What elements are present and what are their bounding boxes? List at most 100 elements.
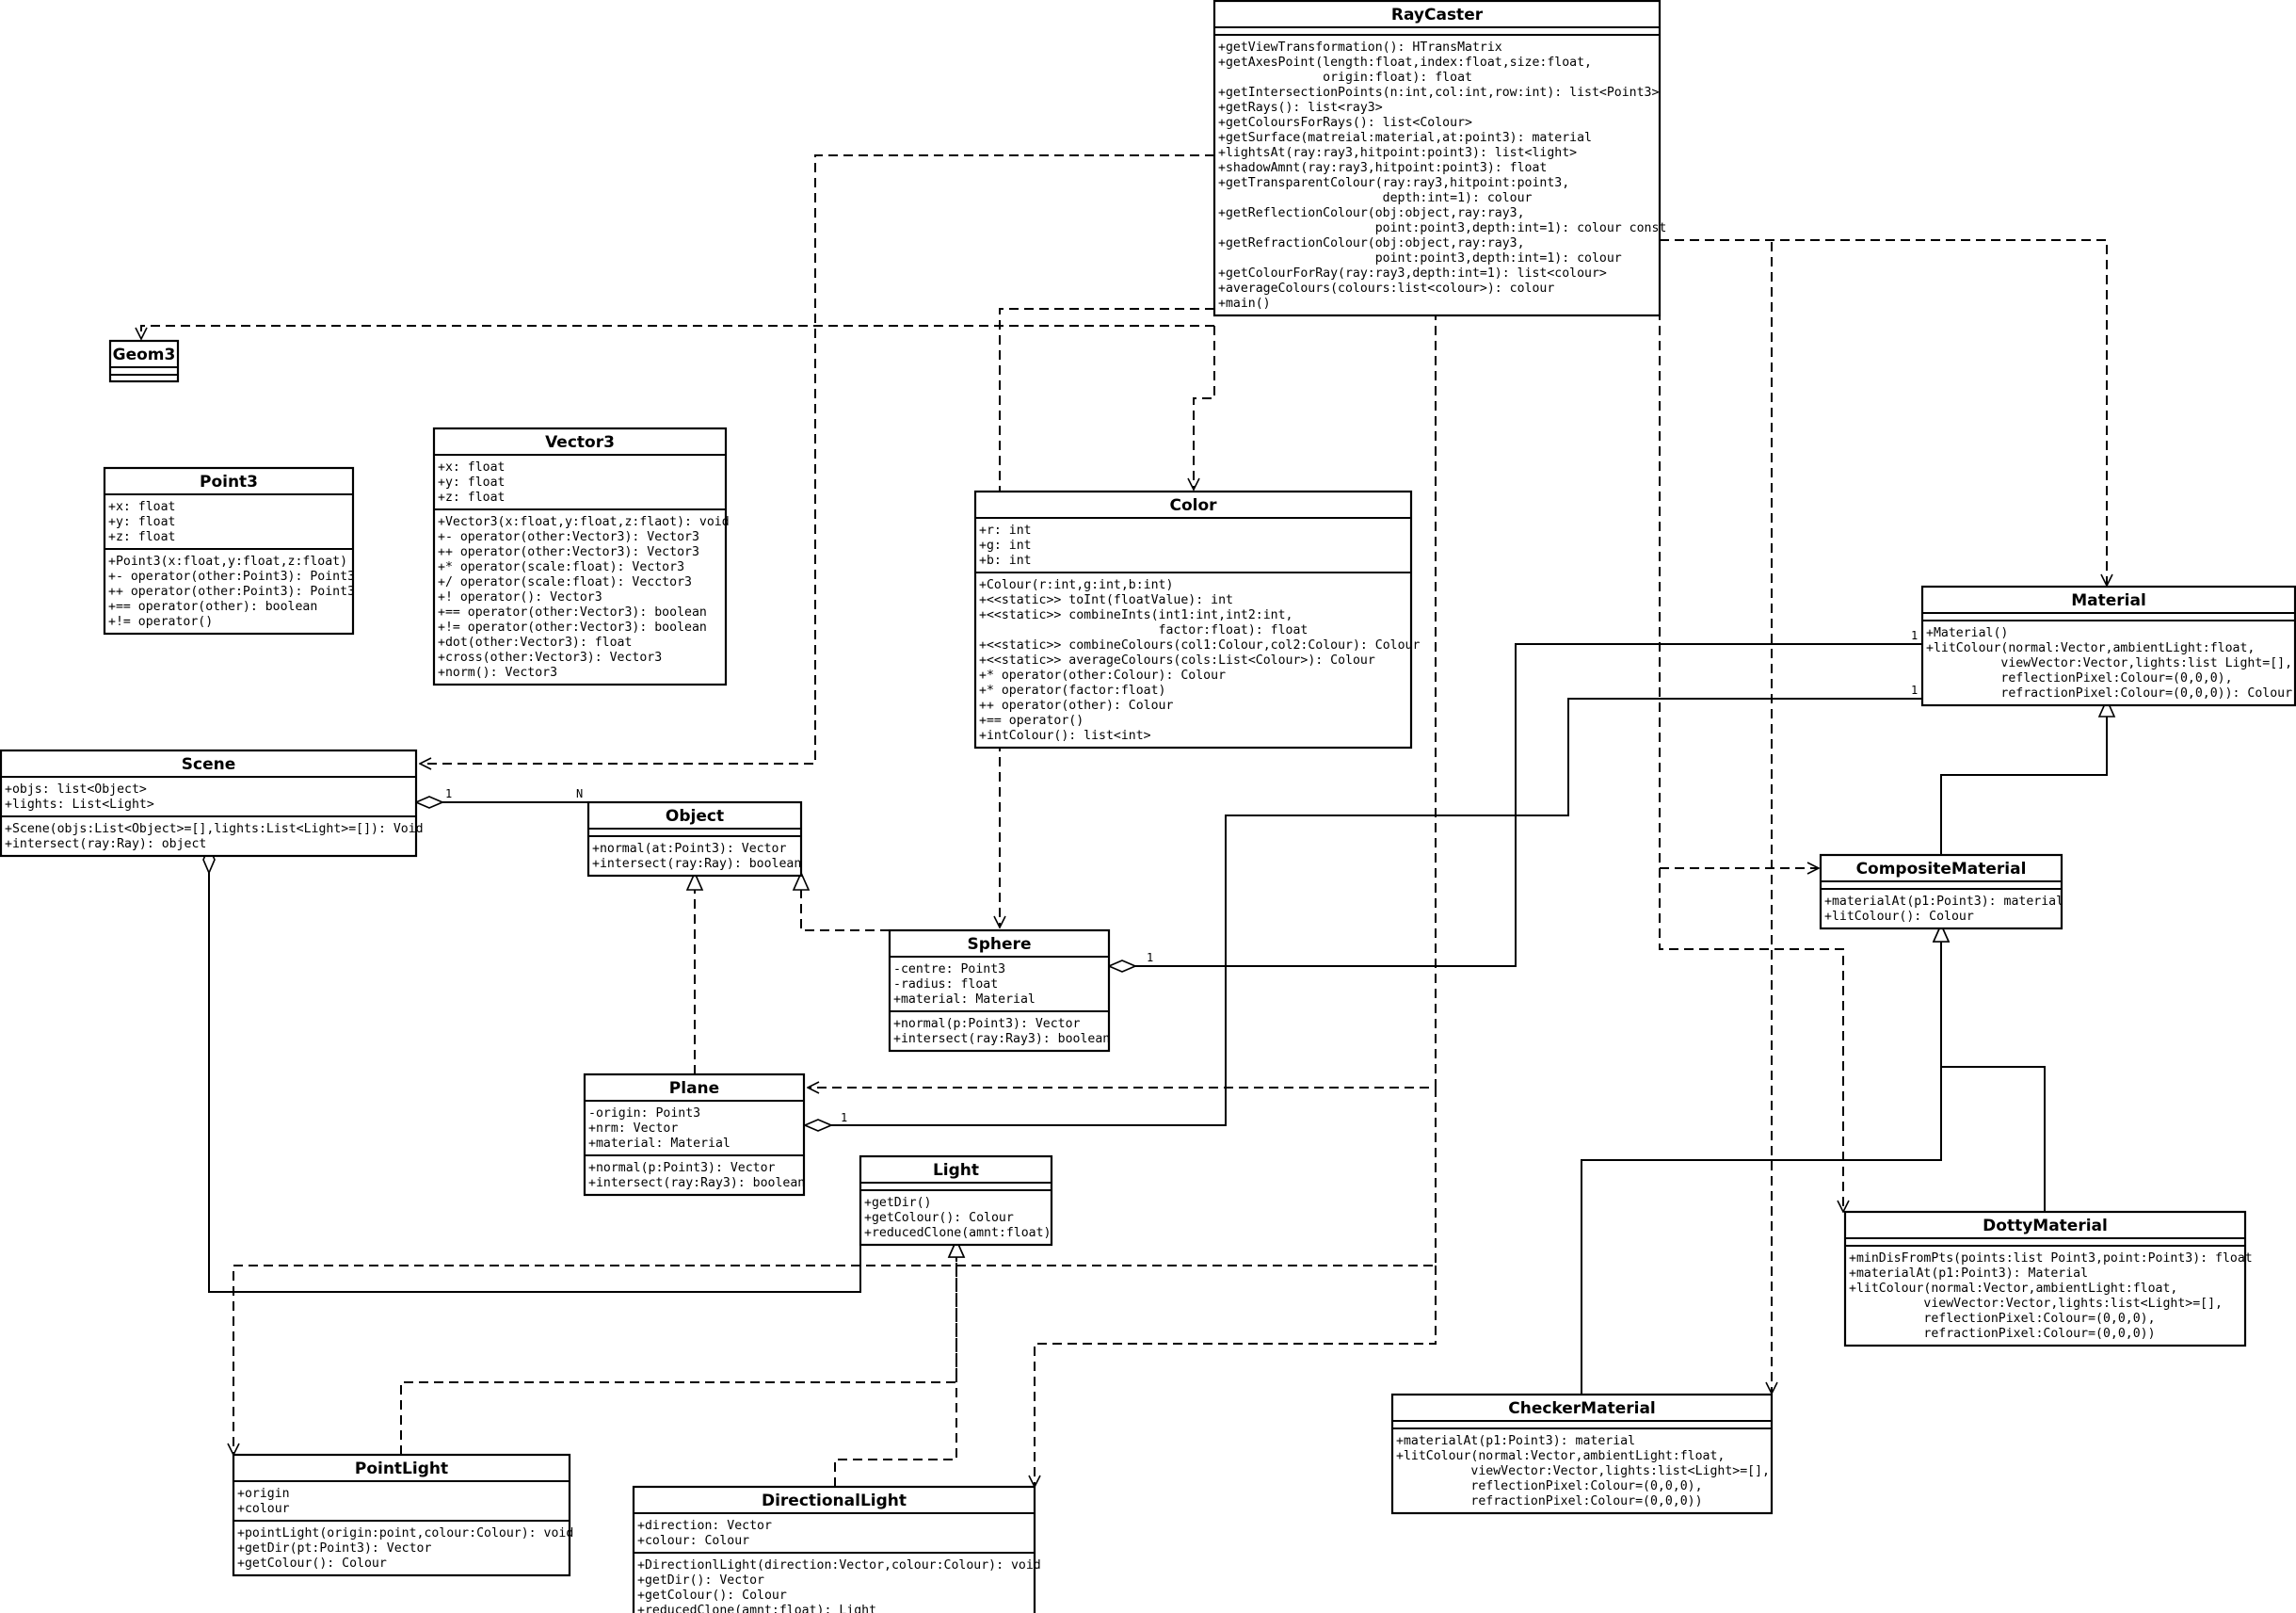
class-attribute: +direction: Vector xyxy=(637,1519,772,1533)
class-box-frame xyxy=(973,490,1413,750)
class-point3[interactable]: Point3+x: float+y: float+z: float+Point3… xyxy=(103,466,355,636)
class-operation: +intersect(ray:Ray): object xyxy=(5,837,206,851)
class-attribute: +y: float xyxy=(108,515,175,529)
class-box-frame xyxy=(583,1073,806,1197)
class-box-frame xyxy=(1920,585,2296,707)
class-box-frame xyxy=(432,427,728,686)
class-operation: ++ operator(other:Point3): Point3 xyxy=(108,585,355,599)
class-operation: refractionPixel:Colour=(0,0,0)): Colour xyxy=(1926,686,2292,701)
class-attribute: +material: Material xyxy=(893,992,1036,1007)
class-operation: +getColour(): Colour xyxy=(864,1211,1014,1225)
class-operation: viewVector:Vector,lights:list<Light>=[], xyxy=(1849,1297,2223,1311)
class-operation: +getColour(): Colour xyxy=(237,1557,387,1571)
class-operation: +* operator(scale:float): Vector3 xyxy=(438,560,684,574)
generalization-dottymaterial-compositematerial xyxy=(1941,925,2046,1212)
class-compositematerial[interactable]: CompositeMaterial+materialAt(p1:Point3):… xyxy=(1819,853,2063,930)
class-operation: point:point3,depth:int=1): colour xyxy=(1218,251,1622,266)
class-operation: point:point3,depth:int=1): colour const xyxy=(1218,221,1666,235)
class-operation: +reducedClone(amnt:float) xyxy=(864,1226,1052,1240)
class-operation: +averageColours(colours:list<colour>): c… xyxy=(1218,282,1554,296)
class-box-frame xyxy=(1212,0,1662,317)
class-name: Scene xyxy=(182,755,235,774)
class-name: Color xyxy=(1169,496,1217,515)
class-name: Sphere xyxy=(968,935,1032,954)
class-attribute: +lights: List<Light> xyxy=(5,798,154,812)
class-operation: +getTransparentColour(ray:ray3,hitpoint:… xyxy=(1218,176,1569,190)
class-operation: +intersect(ray:Ray3): boolean xyxy=(588,1176,805,1190)
class-name: Vector3 xyxy=(545,433,615,452)
class-operation: +shadowAmnt(ray:ray3,hitpoint:point3): f… xyxy=(1218,161,1547,175)
dependency-raycaster-color xyxy=(1194,326,1215,490)
class-operation: +lightsAt(ray:ray3,hitpoint:point3): lis… xyxy=(1218,146,1577,160)
realization-sphere-object xyxy=(801,873,890,931)
class-operation: +materialAt(p1:Point3): material xyxy=(1396,1434,1635,1448)
class-operation: +reducedClone(amnt:float): Light xyxy=(637,1604,876,1613)
dependency-raycaster-scene xyxy=(420,154,1214,764)
class-operation: +<<static>> combineInts(int1:int,int2:in… xyxy=(979,608,1293,622)
class-geom3[interactable]: Geom3 xyxy=(108,339,180,383)
class-attribute: +material: Material xyxy=(588,1137,731,1151)
class-operation: +main() xyxy=(1218,297,1271,311)
class-operation: ++ operator(other:Vector3): Vector3 xyxy=(438,545,699,559)
dependency-raycaster-directionallight xyxy=(1035,1266,1437,1487)
class-checkermaterial[interactable]: CheckerMaterial+materialAt(p1:Point3): m… xyxy=(1390,1393,1774,1515)
class-operation: factor:float): float xyxy=(979,623,1308,637)
class-attribute: +z: float xyxy=(108,530,175,544)
multiplicity-plane-material: 1 xyxy=(841,1111,847,1124)
class-operation: refractionPixel:Colour=(0,0,0)) xyxy=(1396,1494,1703,1508)
class-plane[interactable]: Plane-origin: Point3+nrm: Vector+materia… xyxy=(583,1073,806,1197)
class-operation: +dot(other:Vector3): float xyxy=(438,636,632,650)
class-box-frame xyxy=(1819,853,2063,930)
class-operation: +- operator(other:Vector3): Vector3 xyxy=(438,530,699,544)
class-box-frame xyxy=(888,928,1111,1053)
class-operation: +getRays(): list<ray3> xyxy=(1218,101,1383,115)
class-dottymaterial[interactable]: DottyMaterial+minDisFromPts(points:list … xyxy=(1843,1210,2253,1347)
class-name: Object xyxy=(666,807,724,826)
class-box-frame xyxy=(632,1485,1036,1613)
class-operation: +materialAt(p1:Point3): Material xyxy=(1849,1266,2088,1281)
class-name: RayCaster xyxy=(1391,6,1484,24)
class-attribute: -radius: float xyxy=(893,977,998,992)
class-material[interactable]: Material+Material()+litColour(normal:Vec… xyxy=(1920,585,2296,707)
class-operation: +== operator(other:Vector3): boolean xyxy=(438,605,707,620)
multiplicity-scene-objects: 1 xyxy=(445,787,452,800)
class-vector3[interactable]: Vector3+x: float+y: float+z: float+Vecto… xyxy=(432,427,730,686)
class-operation: +!= operator(other:Vector3): boolean xyxy=(438,621,707,635)
multiplicity-sphere-material: 1 xyxy=(1147,951,1153,964)
class-operation: +intColour(): list<int> xyxy=(979,729,1151,743)
class-attribute: +colour: Colour xyxy=(637,1534,749,1548)
class-operation: +normal(p:Point3): Vector xyxy=(588,1161,776,1175)
class-directionallight[interactable]: DirectionalLight+direction: Vector+colou… xyxy=(632,1485,1041,1613)
class-name: DottyMaterial xyxy=(1983,1217,2108,1235)
class-operation: +getRefractionColour(obj:object,ray:ray3… xyxy=(1218,236,1525,250)
dependency-raycaster-pointlight xyxy=(233,1088,1437,1455)
class-color[interactable]: Color+r: int+g: int+b: int+Colour(r:int,… xyxy=(973,490,1420,750)
aggregation-scene-light xyxy=(209,847,861,1293)
class-scene[interactable]: Scene+objs: list<Object>+lights: List<Li… xyxy=(0,749,424,858)
class-attribute: +r: int xyxy=(979,524,1032,538)
class-sphere[interactable]: Sphere-centre: Point3-radius: float+mate… xyxy=(888,928,1111,1053)
class-attribute: -origin: Point3 xyxy=(588,1106,700,1121)
class-operation: +intersect(ray:Ray3): boolean xyxy=(893,1032,1110,1046)
aggregation-sphere-material xyxy=(1109,643,1922,966)
class-operation: +litColour(): Colour xyxy=(1824,910,1974,924)
class-operation: +litColour(normal:Vector,ambientLight:fl… xyxy=(1396,1449,1725,1463)
class-operation: refractionPixel:Colour=(0,0,0)) xyxy=(1849,1327,2156,1341)
class-operation: +getIntersectionPoints(n:int,col:int,row… xyxy=(1218,86,1659,100)
class-operation: +getColourForRay(ray:ray3,depth:int=1): … xyxy=(1218,266,1607,281)
class-box-frame xyxy=(0,749,418,858)
class-name: CompositeMaterial xyxy=(1856,860,2027,879)
class-name: Plane xyxy=(669,1079,719,1098)
realization-pointlight-light xyxy=(400,1240,956,1455)
class-raycaster[interactable]: RayCaster+getViewTransformation(): HTran… xyxy=(1212,0,1666,317)
class-light[interactable]: Light+getDir()+getColour(): Colour+reduc… xyxy=(859,1154,1053,1247)
class-operation: +<<static>> combineColours(col1:Colour,c… xyxy=(979,638,1420,653)
class-operation: +<<static>> averageColours(cols:List<Col… xyxy=(979,653,1375,668)
class-name: PointLight xyxy=(355,1460,448,1478)
generalization-compositematerial-material xyxy=(1940,700,2107,855)
class-pointlight[interactable]: PointLight+origin+colour+pointLight(orig… xyxy=(232,1453,573,1577)
class-operation: +== operator(other): boolean xyxy=(108,600,317,614)
class-object[interactable]: Object+normal(at:Point3): Vector+interse… xyxy=(586,800,803,878)
